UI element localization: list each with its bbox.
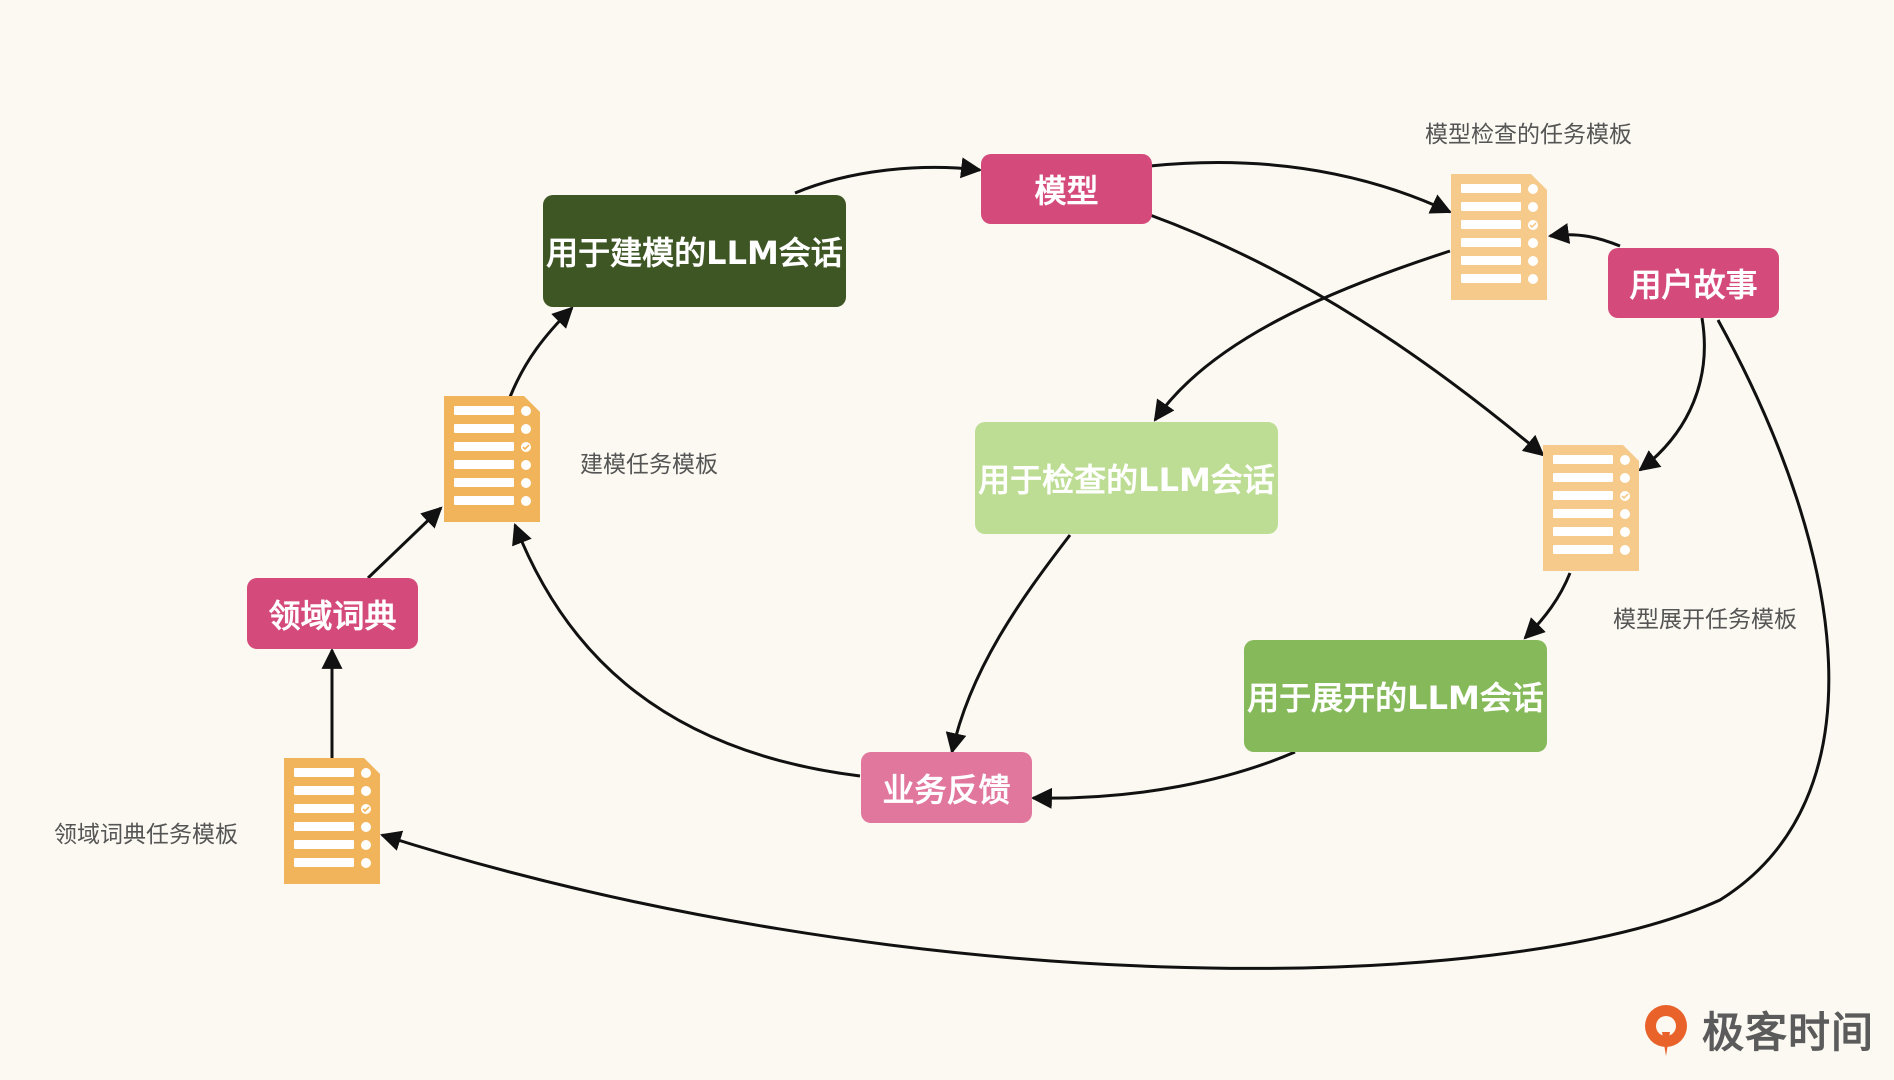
modeling-llm-session-node: 用于建模的LLM会话 bbox=[543, 195, 846, 307]
model-node: 模型 bbox=[981, 154, 1152, 224]
business-feedback-node: 业务反馈 bbox=[861, 752, 1032, 823]
check-template-document-icon bbox=[1451, 174, 1547, 300]
arrow-feedback-to-modeling-template bbox=[512, 523, 861, 778]
arrow-expand-session-to-feedback bbox=[1030, 750, 1296, 809]
expand-llm-session-node: 用于展开的LLM会话 bbox=[1244, 640, 1547, 752]
arrow-userstory-to-glossary-template bbox=[379, 319, 1831, 970]
arrow-expand-template-to-expand-session bbox=[1523, 572, 1572, 640]
expand-template-label: 模型展开任务模板 bbox=[1613, 607, 1797, 633]
brand-logo: 极客时间 bbox=[1640, 999, 1874, 1060]
brand-mark-icon bbox=[1644, 1004, 1687, 1056]
modeling-template-document-icon bbox=[444, 396, 540, 522]
arrow-model-to-check-template bbox=[1149, 161, 1452, 214]
user-story-node: 用户故事 bbox=[1608, 248, 1779, 318]
check-llm-session-node: 用于检查的LLM会话 bbox=[975, 422, 1278, 534]
arrow-check-template-to-check-session bbox=[1153, 249, 1451, 422]
arrow-glossary-to-modeling-template bbox=[366, 506, 443, 580]
expand-template-document-icon bbox=[1543, 445, 1639, 571]
arrow-session-to-model bbox=[794, 157, 983, 195]
glossary-template-document-icon bbox=[284, 758, 380, 884]
brand-name: 极客时间 bbox=[1701, 1008, 1874, 1057]
domain-glossary-node: 领域词典 bbox=[247, 578, 418, 649]
check-template-label: 模型检查的任务模板 bbox=[1425, 122, 1632, 148]
arrow-userstory-to-expand-template bbox=[1638, 317, 1706, 472]
glossary-template-label: 领域词典任务模板 bbox=[54, 822, 238, 848]
modeling-template-label: 建模任务模板 bbox=[580, 452, 718, 478]
arrow-check-session-to-feedback bbox=[945, 534, 1072, 755]
arrow-userstory-to-check-template bbox=[1547, 223, 1621, 248]
arrow-model-to-expand-template bbox=[1149, 213, 1545, 457]
arrow-modeling-template-to-session bbox=[508, 306, 574, 398]
